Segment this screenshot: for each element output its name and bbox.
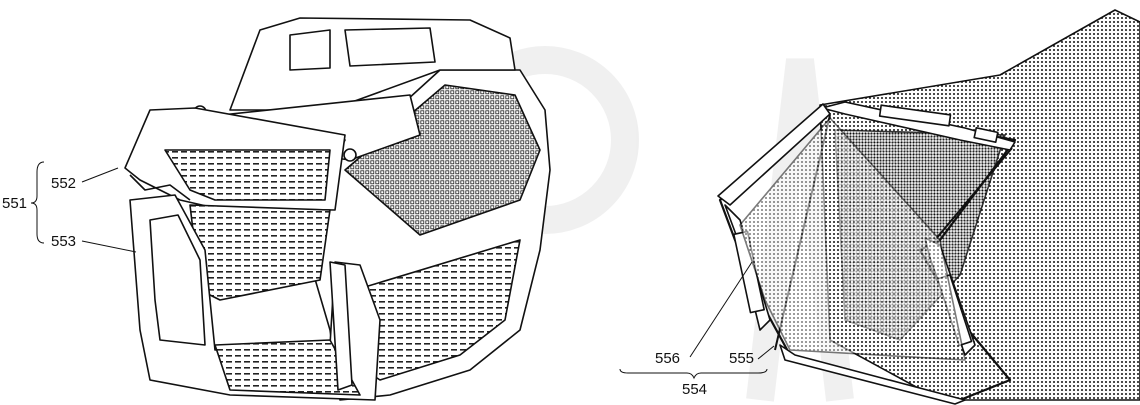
callout-555: 555 [729, 350, 754, 367]
callout-551: 551 [2, 195, 27, 212]
group-brace-551 [30, 161, 45, 244]
callout-556: 556 [655, 350, 680, 367]
callouts-right: 556 555 554 [619, 261, 775, 398]
group-brace-554 [619, 368, 768, 380]
leader-line-556 [689, 261, 753, 358]
callouts-left: 552 553 551 [2, 161, 137, 253]
leader-line-552 [81, 167, 119, 183]
callout-554: 554 [682, 381, 707, 398]
grass-bag-right-drawing [717, 9, 1140, 405]
grass-catcher-left-drawing [124, 17, 551, 401]
leader-line-555 [757, 345, 775, 360]
callout-552: 552 [51, 175, 76, 192]
leader-line-553 [81, 240, 137, 253]
callout-553: 553 [51, 233, 76, 250]
